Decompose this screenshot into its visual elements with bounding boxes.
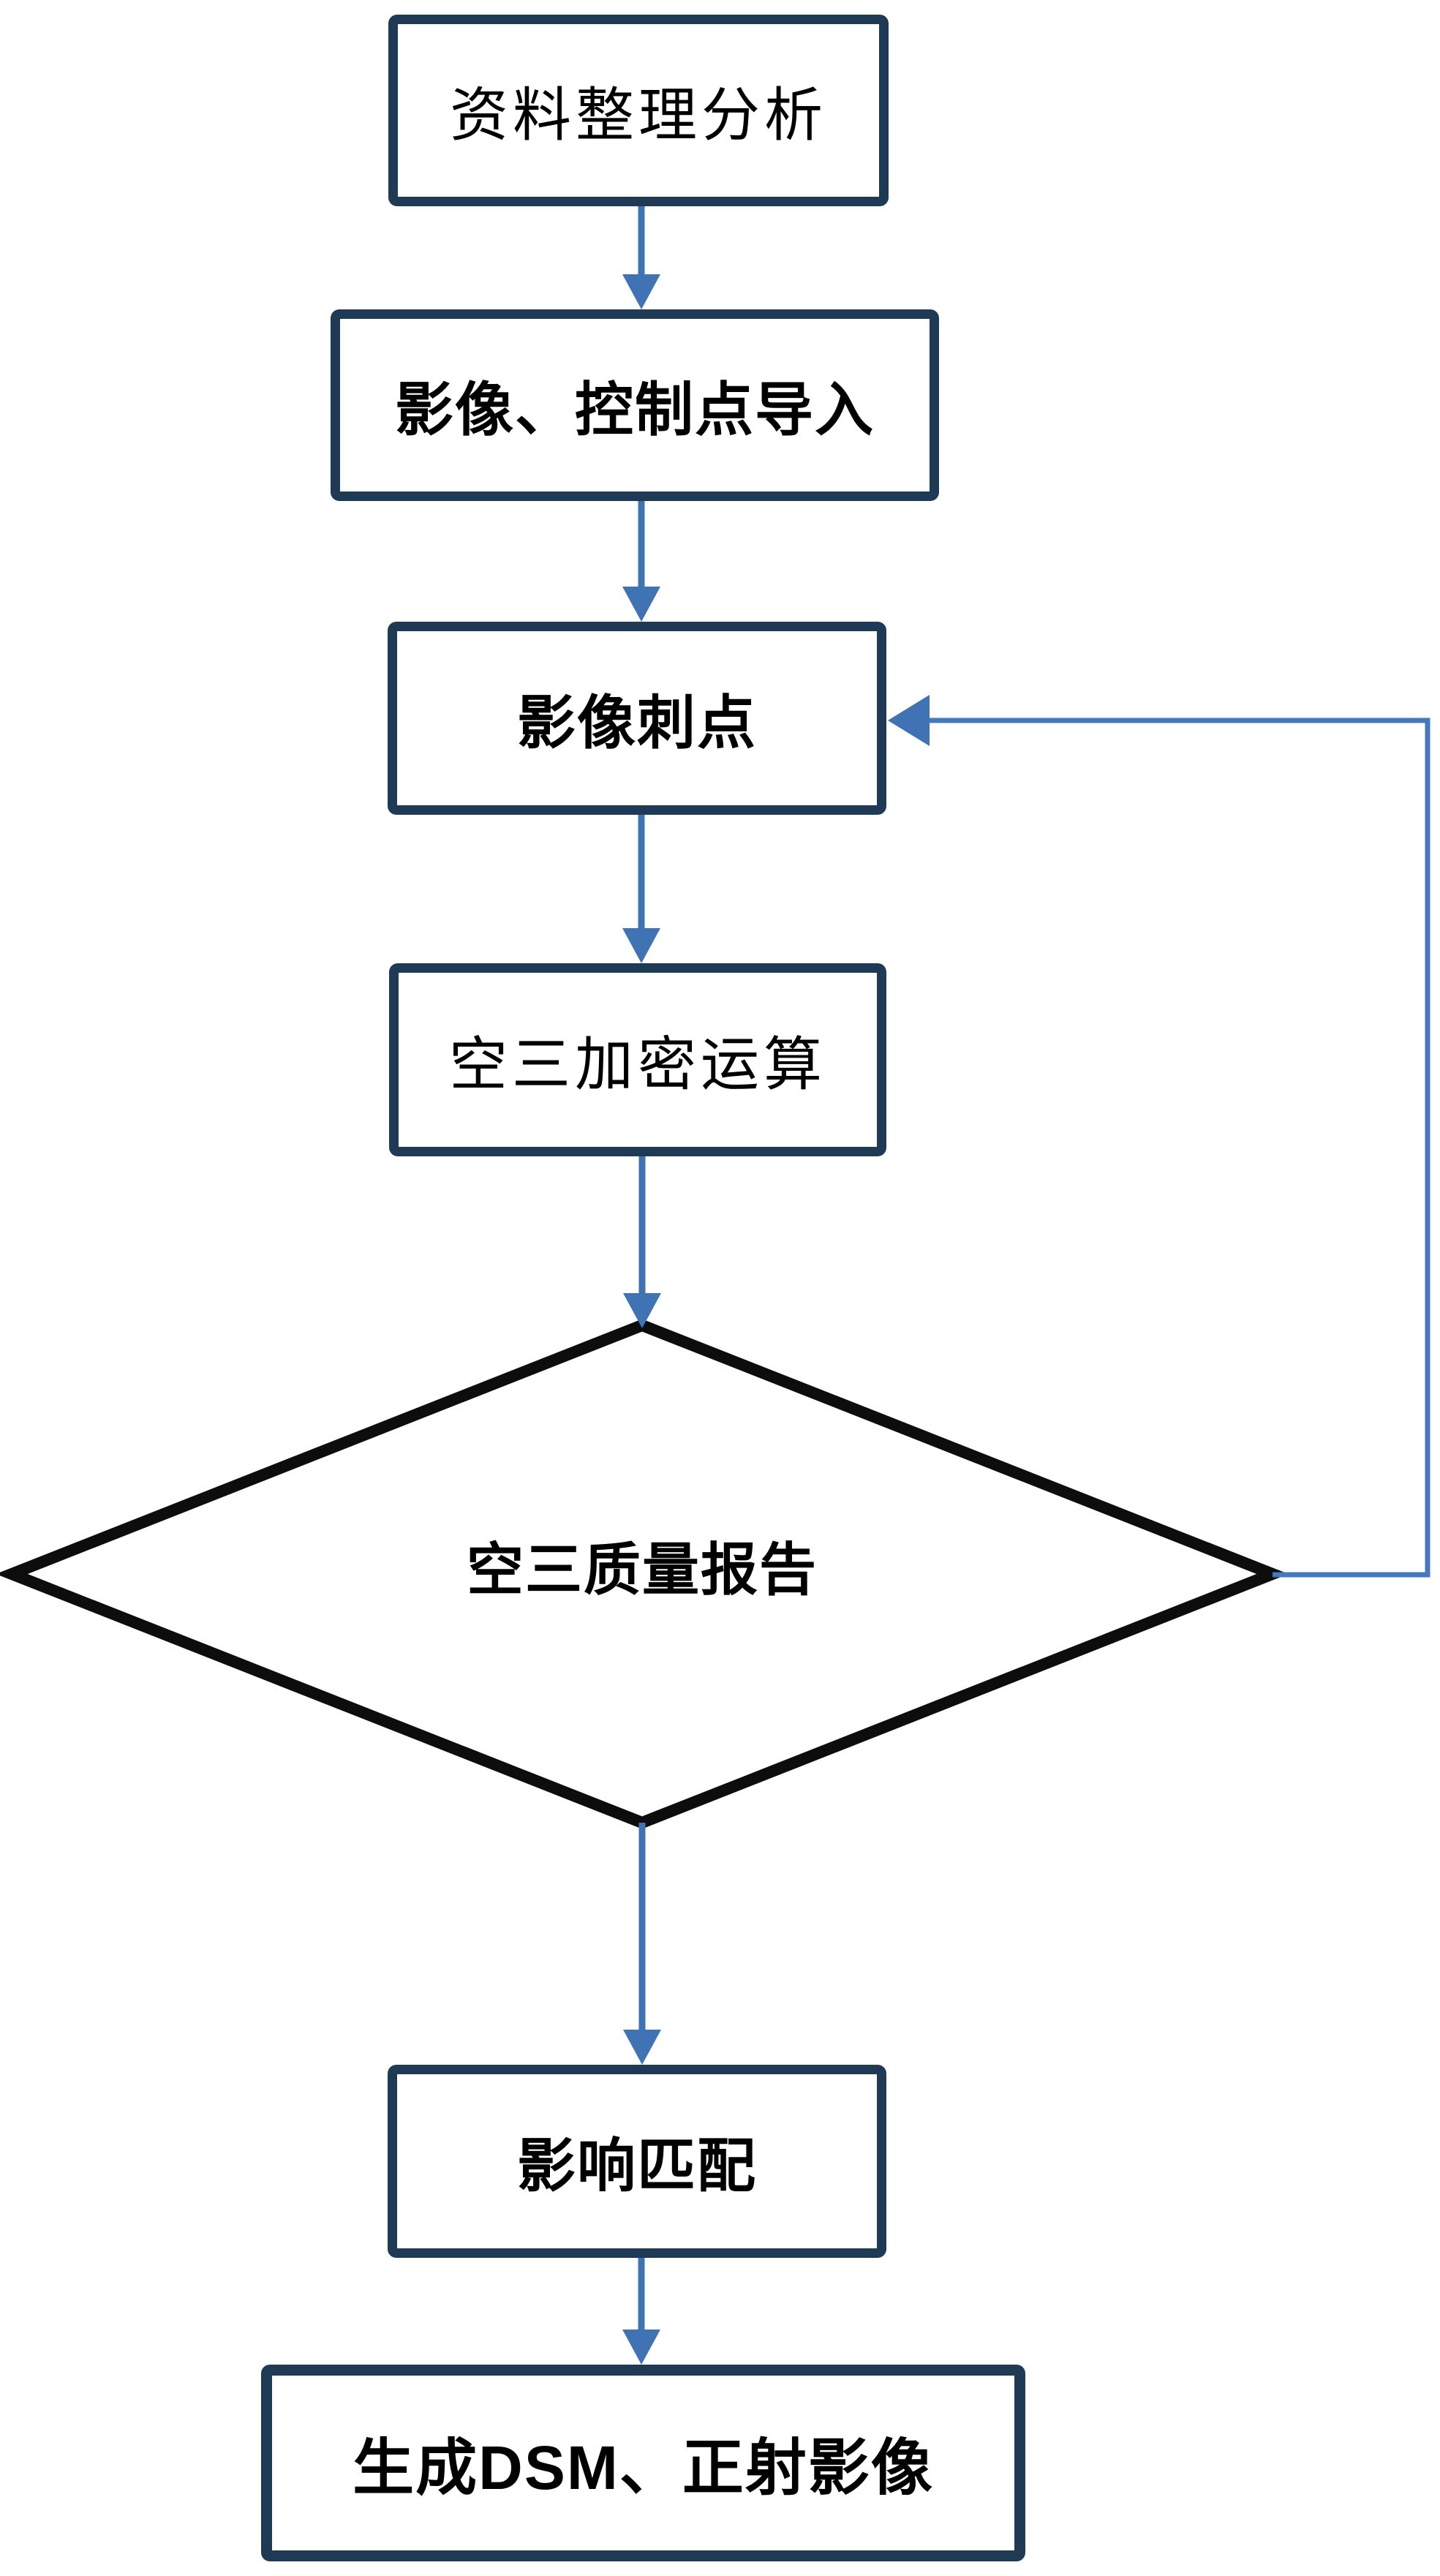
edge-3	[622, 813, 660, 963]
edge-5	[623, 1823, 661, 2065]
edge-feedback-loop	[888, 695, 1430, 1578]
node-label: 影像、控制点导入	[395, 377, 875, 442]
feedback-arrowhead-icon	[888, 695, 930, 746]
node-label: 影像刺点	[517, 690, 757, 756]
node-label: 影响匹配	[517, 2134, 757, 2199]
edge-2	[622, 500, 660, 622]
node-image-matching: 影响匹配	[388, 2065, 886, 2258]
node-generate-dsm-ortho: 生成DSM、正射影像	[261, 2365, 1025, 2561]
arrowhead-icon	[623, 1293, 661, 1328]
arrowhead-icon	[622, 274, 660, 309]
edge-1	[622, 205, 660, 309]
edge-6	[622, 2256, 660, 2365]
edge-4	[623, 1155, 661, 1328]
node-label: 空三加密运算	[449, 1033, 826, 1098]
node-label: 资料整理分析	[450, 84, 827, 148]
node-data-analysis: 资料整理分析	[388, 15, 889, 206]
arrowhead-icon	[622, 928, 660, 963]
node-label: 生成DSM、正射影像	[353, 2433, 934, 2502]
node-quality-report-label: 空三质量报告	[466, 1537, 818, 1602]
node-import-points: 影像、控制点导入	[331, 309, 939, 501]
arrowhead-icon	[623, 2030, 661, 2065]
arrowhead-icon	[622, 587, 660, 622]
node-aerotriangulation: 空三加密运算	[389, 963, 886, 1156]
node-image-pricking: 影像刺点	[388, 622, 886, 815]
arrowhead-icon	[622, 2330, 660, 2365]
